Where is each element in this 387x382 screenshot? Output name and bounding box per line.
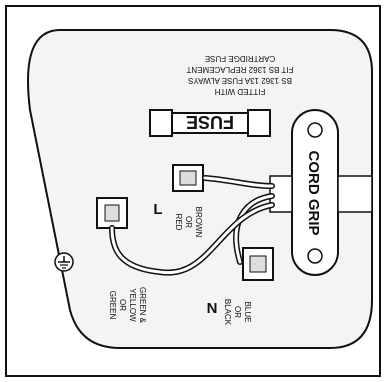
live-color-1: BROWN xyxy=(194,207,203,238)
neutral-color-3: BLACK xyxy=(223,299,232,326)
neutral-color-1: BLUE xyxy=(243,302,252,323)
cord-grip: CORD GRIP xyxy=(291,109,339,276)
fitted-line-2: BS 1362 13A FUSE ALWAYS xyxy=(188,76,292,85)
earth-colour-label: GREEN & YELLOW OR GREEN xyxy=(108,287,147,324)
live-color-2: OR xyxy=(184,216,193,228)
neutral-color-2: OR xyxy=(233,306,242,318)
live-colour-label: BROWN OR RED xyxy=(174,207,203,238)
neutral-terminal xyxy=(242,247,274,281)
live-letter: L xyxy=(153,201,162,218)
cord-grip-screw-bottom xyxy=(307,248,323,264)
cable-sheath xyxy=(269,175,373,213)
earth-color-4: GREEN xyxy=(108,291,117,320)
earth-symbol-icon xyxy=(54,252,74,272)
fitted-line-4: CARTRIDGE FUSE xyxy=(205,54,276,63)
fitted-line-1: FITTED WITH xyxy=(214,87,265,96)
earth-color-2: YELLOW xyxy=(128,288,137,322)
earth-color-1: GREEN & xyxy=(138,287,147,324)
fuse-cartridge: FUSE xyxy=(149,109,271,137)
fuse-info-text: FITTED WITH BS 1362 13A FUSE ALWAYS FIT … xyxy=(186,54,293,96)
cord-grip-screw-top xyxy=(307,122,323,138)
wires xyxy=(109,175,275,276)
live-color-3: RED xyxy=(174,214,183,231)
earth-terminal xyxy=(96,197,128,229)
neutral-letter: N xyxy=(207,300,218,317)
live-terminal xyxy=(172,164,218,192)
cord-grip-label: CORD GRIP xyxy=(305,150,322,235)
fitted-line-3: FIT BS 1362 REPLACEMENT xyxy=(186,65,293,74)
fuse-label: FUSE xyxy=(186,112,234,132)
earth-color-3: OR xyxy=(118,299,127,311)
neutral-colour-label: BLUE OR BLACK xyxy=(223,299,252,326)
